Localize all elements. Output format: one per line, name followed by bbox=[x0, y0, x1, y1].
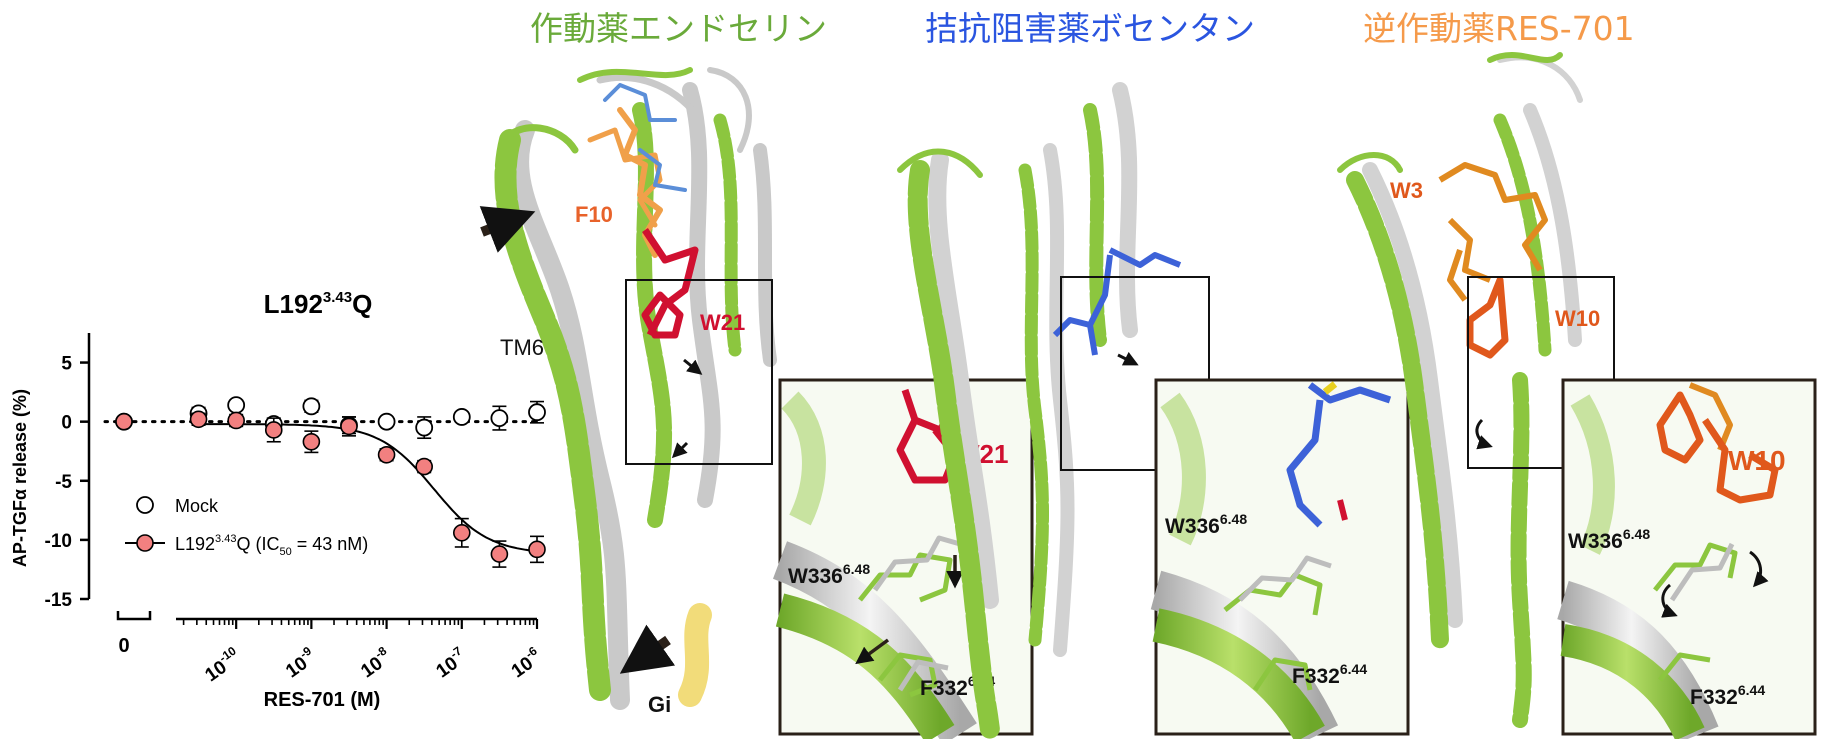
legend-marker-mutant bbox=[136, 534, 154, 552]
tm-movement-arrow bbox=[479, 206, 536, 253]
zoom-box-2 bbox=[1060, 276, 1210, 471]
data-point-mock bbox=[302, 397, 321, 416]
x-axis-zero-bracket bbox=[116, 611, 152, 621]
data-point-mock bbox=[452, 408, 471, 426]
chart-title-superscript: 3.43 bbox=[323, 289, 352, 306]
inset-rotation-arrow-left bbox=[1661, 583, 1678, 618]
inset-rotation-arrow-right bbox=[1749, 550, 1769, 588]
x-ticks: 10-10 10-9 10-8 10-7 10-6 bbox=[182, 619, 546, 686]
y-tick-label: 0 bbox=[61, 413, 72, 434]
y-axis: 5 0 -5 -10 -15 bbox=[45, 333, 91, 611]
res701-ligand bbox=[1438, 162, 1548, 302]
antagonist-inset: W3366.48 F3326.44 bbox=[1150, 378, 1410, 739]
x-tick-label: 10-6 bbox=[505, 643, 546, 682]
small-arrow-1 bbox=[683, 358, 703, 375]
inset-w336-label-2: W3366.48 bbox=[1165, 511, 1247, 538]
x-tick-label: 10-7 bbox=[430, 643, 471, 682]
w21-residue bbox=[641, 228, 699, 339]
data-point-mutant bbox=[415, 457, 433, 476]
data-point-mutant bbox=[377, 445, 396, 464]
receptor-ribbon-green-3 bbox=[1337, 52, 1563, 728]
antagonist-structure-panel: W3366.48 F3326.44 bbox=[897, 82, 1410, 739]
y-tick-label: -10 bbox=[45, 531, 72, 552]
inset-f332-label-2: F3326.44 bbox=[1292, 661, 1367, 688]
data-point-mock bbox=[528, 403, 546, 422]
x-axis-label: RES-701 (M) bbox=[264, 689, 381, 711]
data-point-mutant bbox=[264, 421, 283, 439]
data-point-mock bbox=[490, 409, 509, 428]
w10-label: W10 bbox=[1555, 306, 1600, 331]
small-arrow-3 bbox=[1117, 351, 1139, 366]
zoom-box bbox=[625, 279, 773, 465]
tm6-label: TM6 bbox=[500, 335, 544, 360]
inset-w10-label: W10 bbox=[1728, 445, 1786, 476]
legend-label-mock: Mock bbox=[175, 496, 219, 516]
data-point-mutant bbox=[490, 545, 509, 563]
y-axis-label: AP-TGFα release (%) bbox=[10, 389, 30, 567]
x-tick-label: 10-9 bbox=[280, 643, 321, 682]
x-axis: 0 10-10 10-9 10-8 10-7 10-6 bbox=[116, 611, 546, 686]
y-tick-label: 5 bbox=[61, 354, 72, 375]
bosentan-ligand bbox=[1052, 247, 1182, 356]
y-ticks: 5 0 -5 -10 -15 bbox=[45, 354, 89, 611]
small-arrow-2 bbox=[671, 441, 689, 459]
legend: Mock L1923.43Q (IC50 = 43 nM) bbox=[125, 496, 368, 558]
data-point-mutant bbox=[227, 411, 245, 430]
data-point-mutant bbox=[452, 523, 471, 542]
chart-title: L1923.43Q bbox=[264, 289, 373, 319]
data-point-mutant bbox=[302, 432, 321, 451]
inset-f332-label-3: F3326.44 bbox=[1690, 682, 1765, 709]
legend-marker-mock bbox=[136, 496, 154, 514]
data-point-mock bbox=[377, 412, 396, 431]
fit-curve bbox=[198, 423, 538, 553]
data-point-mutant bbox=[189, 410, 208, 429]
gi-helix bbox=[678, 603, 712, 707]
y-tick-label: -5 bbox=[55, 472, 72, 493]
tm6-outward-arrow bbox=[619, 624, 676, 674]
data-marks bbox=[115, 396, 546, 568]
legend-label-mutant: L1923.43Q (IC50 = 43 nM) bbox=[175, 533, 368, 558]
data-point-mutant bbox=[115, 412, 133, 431]
data-point-mock bbox=[415, 418, 434, 437]
inverse-agonist-title: 逆作動薬RES-701 bbox=[1363, 9, 1635, 48]
zoom-box-3 bbox=[1467, 276, 1615, 469]
x-tick-label: 10-8 bbox=[355, 643, 396, 682]
gi-label: Gi bbox=[648, 692, 671, 717]
rotation-arrow bbox=[1475, 418, 1493, 450]
w10-residue bbox=[1466, 276, 1509, 359]
antagonist-title: 拮抗阻害薬ボセンタン bbox=[925, 9, 1255, 48]
inset-w336-label-3: W3366.48 bbox=[1568, 526, 1650, 553]
inverse-agonist-inset: W10 W3366.48 F3326.44 bbox=[1556, 378, 1817, 739]
agonist-title: 作動薬エンドセリン bbox=[530, 9, 827, 48]
x-tick-label: 10-10 bbox=[199, 643, 245, 686]
data-point-mock bbox=[227, 396, 246, 415]
inset-w336-label: W3366.48 bbox=[788, 561, 870, 588]
dose-response-chart: L1923.43Q AP-TGFα release (%) 5 0 -5 -10 -15… bbox=[10, 289, 546, 711]
data-point-mutant bbox=[340, 417, 358, 436]
f10-label: F10 bbox=[575, 202, 613, 227]
inverse-agonist-structure-panel: W3 W10 W10 W3366.48 bbox=[1337, 52, 1817, 739]
x-zero-label: 0 bbox=[118, 635, 129, 657]
y-tick-label: -15 bbox=[45, 590, 73, 611]
w3-label: W3 bbox=[1390, 178, 1423, 203]
data-point-mutant bbox=[528, 540, 546, 559]
w21-label: W21 bbox=[700, 310, 745, 335]
